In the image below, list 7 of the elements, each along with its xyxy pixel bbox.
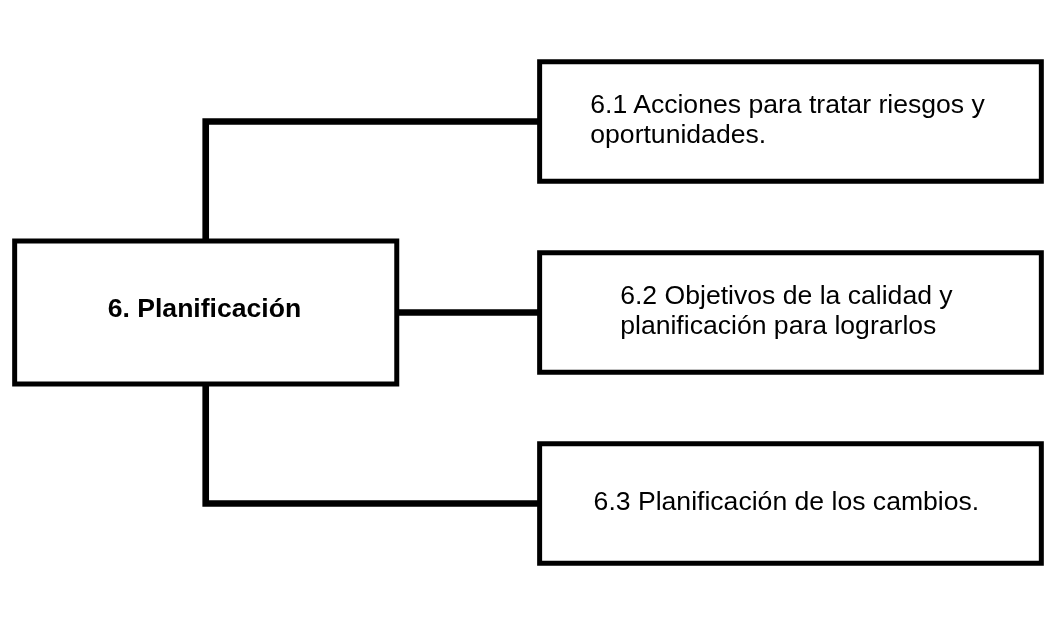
node-box: 6.1 Acciones para tratar riesgos y oportunidades. [537, 59, 1044, 184]
node-box: 6.3 Planificación de los cambios. [537, 441, 1044, 566]
connector [202, 384, 540, 507]
node-box: 6. Planificación [12, 238, 400, 387]
node-box: 6.2 Objetivos de la calidad y planificación para lograrlos [537, 250, 1044, 375]
connector [397, 309, 540, 316]
connector [202, 118, 540, 241]
